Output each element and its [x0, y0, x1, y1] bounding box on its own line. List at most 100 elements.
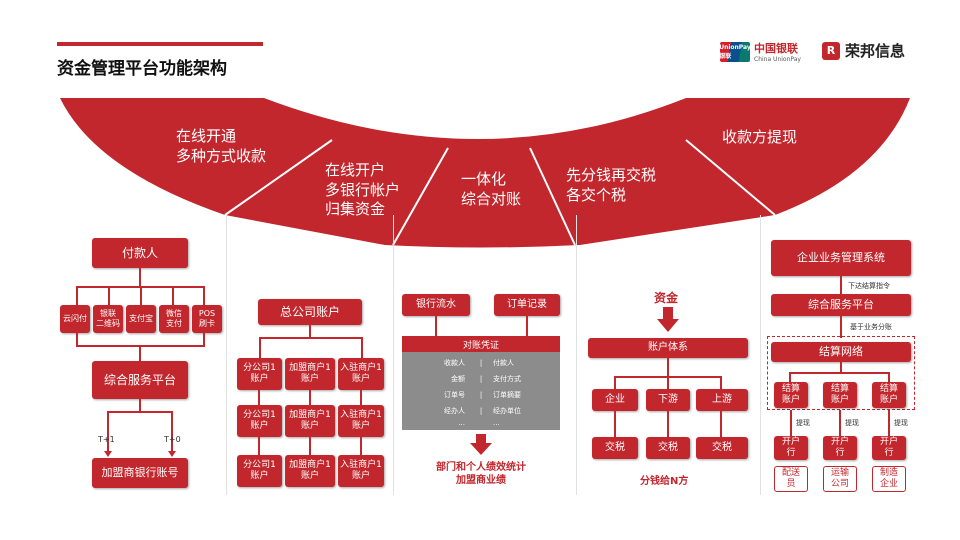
method-unionpay-quickpass: 云闪付 — [60, 305, 90, 333]
header-accent-bar — [57, 42, 263, 46]
payer-box: 付款人 — [92, 238, 188, 268]
connector — [526, 316, 528, 336]
franchisee-bank-account: 加盟商银行账号 — [92, 458, 188, 488]
bank-branch-box: 开户 行 — [872, 436, 906, 460]
voucher-field: ... — [493, 419, 500, 427]
voucher-field: ... — [458, 419, 465, 427]
banner-divider-4 — [685, 139, 776, 216]
connector — [360, 437, 362, 455]
unionpay-en-text: China UnionPay — [754, 56, 801, 63]
merchant-account: 入驻商户1 账户 — [338, 405, 384, 437]
unionpay-badge-icon: UnionPay 银联 — [720, 41, 750, 62]
method-alipay: 支付宝 — [126, 305, 156, 333]
connector — [361, 337, 363, 358]
funds-label: 资金 — [654, 291, 679, 305]
business-split-label: 基于业务分账 — [850, 323, 892, 331]
connector — [667, 411, 669, 437]
settlement-network-frame — [767, 336, 915, 410]
arrow-down-icon — [104, 451, 112, 457]
column-separator — [393, 215, 394, 495]
voucher-field: 付款人 — [493, 359, 514, 367]
tax-box: 交税 — [646, 437, 690, 459]
withdraw-label: 提现 — [796, 419, 810, 427]
withdraw-label: 提现 — [845, 419, 859, 427]
connector — [309, 325, 311, 337]
banner-seg1-line2: 多种方式收款 — [176, 146, 267, 165]
banner-segment-5: 收款方提现 — [722, 128, 797, 148]
connector — [139, 345, 141, 361]
banner-segment-2: 在线开户 多银行帐户 归集资金 — [325, 161, 400, 220]
connector — [309, 437, 311, 455]
voucher-row: 订单号|订单摘要 — [402, 388, 560, 402]
split-to-n-label: 分钱给N方 — [640, 476, 689, 487]
page-title: 资金管理平台功能架构 — [57, 59, 227, 79]
connector — [840, 316, 842, 338]
column-separator — [760, 215, 761, 495]
connector — [258, 390, 260, 405]
connector — [360, 390, 362, 405]
connector — [720, 411, 722, 437]
connector — [667, 376, 669, 389]
rongbang-logo: R 荣邦信息 — [822, 40, 905, 61]
arrow-down-icon — [657, 307, 679, 332]
connector — [840, 276, 842, 294]
method-wechat-pay: 微信 支付 — [159, 305, 189, 333]
performance-summary: 部门和个人绩效统计 加盟商业绩 — [420, 462, 542, 487]
voucher-separator: | — [479, 391, 483, 399]
hq-account-box: 总公司账户 — [258, 299, 362, 325]
connector — [203, 333, 205, 345]
banner-seg4-line1: 先分钱再交税 — [566, 166, 657, 184]
voucher-field: 支付方式 — [493, 375, 521, 383]
merchant-account: 入驻商户1 账户 — [338, 455, 384, 487]
voucher-field: 金额 — [451, 375, 465, 383]
connector — [171, 411, 173, 451]
column-separator — [576, 215, 577, 495]
voucher-field: 收款人 — [444, 359, 465, 367]
account-system-box: 账户体系 — [588, 338, 748, 358]
branch-account: 分公司1 账户 — [237, 455, 282, 487]
unionpay-cn-text: 中国银联 — [754, 42, 798, 55]
banner-seg1-line1: 在线开通 — [176, 127, 237, 145]
banner-seg4-line2: 各交个税 — [566, 185, 627, 204]
banner-seg3-line1: 一体化 — [461, 170, 507, 188]
connector — [140, 286, 142, 305]
performance-line2: 加盟商业绩 — [456, 474, 506, 486]
connector — [840, 362, 842, 372]
t-plus-1-label: T+1 — [98, 435, 115, 444]
connector — [76, 286, 78, 305]
upstream-node: 上游 — [696, 389, 748, 411]
voucher-row: 收款人|付款人 — [402, 356, 560, 370]
banner-seg2-line1: 在线开户 — [325, 161, 386, 179]
connector — [108, 286, 110, 305]
party-courier: 配送 员 — [774, 466, 808, 492]
banner-seg2-line3: 归集资金 — [325, 200, 386, 218]
connector — [172, 286, 174, 305]
unionpay-logo: UnionPay 银联 中国银联 China UnionPay — [720, 40, 801, 63]
settlement-account: 结算 账户 — [774, 382, 808, 408]
merchant-account: 入驻商户1 账户 — [338, 358, 384, 390]
connector — [107, 411, 172, 413]
banner-seg5-line1: 收款方提现 — [722, 128, 798, 146]
settlement-network-box: 结算网络 — [771, 342, 911, 362]
settlement-instruction-label: 下达结算指令 — [848, 282, 890, 290]
withdraw-label: 提现 — [894, 419, 908, 427]
branch-account: 分公司1 账户 — [237, 358, 282, 390]
voucher-separator: | — [479, 375, 483, 383]
downstream-node: 下游 — [646, 389, 690, 411]
connector — [259, 337, 362, 339]
voucher-field: 经办单位 — [493, 407, 521, 415]
connector — [667, 358, 669, 376]
bank-branch-box: 开户 行 — [823, 436, 857, 460]
tax-box: 交税 — [696, 437, 748, 459]
banner-seg3-line2: 综合对账 — [461, 189, 522, 208]
voucher-field: 订单号 — [444, 391, 465, 399]
bank-flow-box: 银行流水 — [402, 294, 470, 316]
connector — [789, 372, 889, 374]
bank-branch-box: 开户 行 — [774, 436, 808, 460]
connector — [203, 286, 205, 305]
banner-segment-3: 一体化 综合对账 — [461, 170, 521, 209]
franchisee-account: 加盟商户1 账户 — [285, 405, 335, 437]
enterprise-node: 企业 — [592, 389, 638, 411]
method-pos-card: POS 刷卡 — [192, 305, 222, 333]
arrow-down-icon — [470, 434, 492, 455]
